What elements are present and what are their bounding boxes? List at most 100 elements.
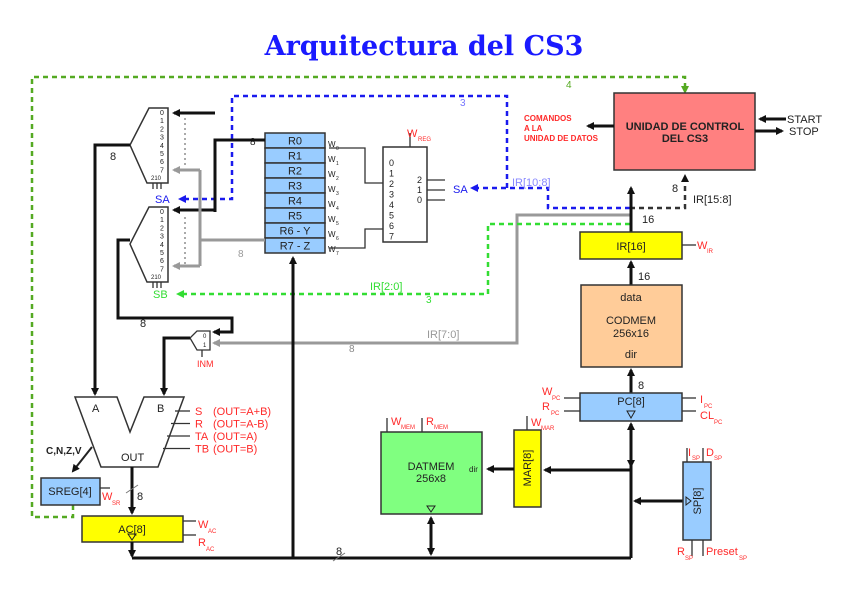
alu-op-key: S	[195, 406, 202, 418]
commands-label-1: COMANDOS	[524, 114, 572, 123]
commands-label-2: A LA	[524, 124, 543, 133]
preset-sp-sub: SP	[739, 556, 747, 562]
register-7	[264, 237, 326, 254]
i-pc-signal: I	[700, 394, 703, 406]
w-sr-signal: W	[102, 491, 113, 503]
reg-write-sub: 3	[336, 191, 339, 197]
i-sp-signal: I	[688, 447, 691, 459]
codmem-data-port: data	[620, 292, 642, 304]
sb-to-inm-mux	[116, 238, 234, 336]
sp-register	[682, 461, 712, 541]
preset-sp-signal: Preset	[706, 546, 738, 558]
ac-label: AC[8]	[118, 524, 146, 536]
d-sp-signal: D	[706, 447, 714, 459]
decoder-input-label: 7	[389, 232, 394, 242]
w-mem-sub: MEM	[401, 425, 415, 431]
ir-register	[579, 231, 683, 260]
decoder-input-label: 6	[389, 221, 394, 231]
mux-input-label: 6	[160, 159, 164, 166]
reg-write-signal: W	[328, 155, 336, 164]
alu-op-key: TB	[195, 444, 209, 456]
alu-op-desc: (OUT=A+B)	[213, 406, 271, 418]
ir-7-0-label: IR[7:0]	[427, 329, 459, 341]
mux-input-label: 7	[160, 266, 164, 273]
data-bus-width: 8	[336, 546, 342, 558]
mux-input-label: 4	[160, 143, 164, 150]
reg-write-signal: W	[328, 170, 336, 179]
register-label: R6 - Y	[280, 226, 312, 238]
inm-to-alu-b	[160, 336, 190, 396]
sa-mux-label: SA	[155, 194, 170, 206]
alu-op-desc: (OUT=B)	[213, 444, 257, 456]
r-pc-signal: R	[542, 401, 550, 413]
cl-pc-sub: PC	[714, 420, 723, 426]
mux-input-label: 5	[160, 151, 164, 158]
r0-to-mux-lines	[174, 111, 265, 212]
cl-pc-signal: CL	[700, 410, 714, 422]
w-mar-signal: W	[531, 417, 542, 429]
mux-input-label: 7	[160, 167, 164, 174]
mar-label: MAR[8]	[522, 450, 534, 487]
sb-width: 8	[140, 318, 146, 330]
alu-out-port: OUT	[121, 452, 145, 464]
reg-write-sub: 2	[336, 176, 339, 182]
ir-15-8-label: IR[15:8]	[693, 194, 732, 206]
mux-input-label: 5	[160, 250, 164, 257]
ir-10-8-bus	[470, 184, 630, 210]
decoder-output-label: 1	[417, 185, 422, 195]
flags-bus	[30, 75, 689, 519]
decoder-input-label: 5	[389, 211, 394, 221]
control-unit	[613, 92, 756, 171]
reg-write-signal: W	[328, 140, 336, 149]
datmem-clock-icon	[426, 505, 436, 513]
datmem	[380, 431, 483, 515]
codmem-name: CODMEM	[606, 315, 656, 327]
w-reg-sub: REG	[418, 137, 431, 143]
w-pc-sub: PC	[552, 396, 561, 402]
datmem-dir-port: dir	[469, 465, 478, 474]
ir-7-0-bus	[212, 213, 630, 347]
sa-bus-width: 3	[460, 98, 466, 109]
mux-input-label: 4	[160, 242, 164, 249]
alu-a-port: A	[92, 403, 100, 415]
alu-op-key: TA	[195, 431, 209, 443]
mux-input-label: 3	[160, 234, 164, 241]
i-pc-sub: PC	[704, 404, 713, 410]
codmem-dir-port: dir	[625, 349, 638, 361]
register-label: R3	[288, 181, 302, 193]
reg-write-sub: 5	[336, 221, 339, 227]
mux-input-label: 3	[160, 135, 164, 142]
register-label: R5	[288, 211, 302, 223]
inm-signal: INM	[197, 359, 214, 369]
codmem	[580, 284, 683, 368]
reg-write-signal: W	[328, 200, 336, 209]
ir-2-0-label: IR[2:0]	[370, 281, 402, 293]
flags-bus-width: 4	[566, 80, 572, 91]
register-label: R0	[288, 136, 302, 148]
alu-op-desc: (OUT=A-B)	[213, 419, 268, 431]
mux-input-label: 0	[160, 110, 164, 117]
reg-write-signal: W	[328, 230, 336, 239]
sreg-register	[40, 477, 101, 506]
r-ac-sub: AC	[206, 547, 215, 553]
ir-10-8-label: IR[10:8]	[512, 177, 551, 189]
sp-label: SP[8]	[692, 488, 704, 515]
codmem-size: 256x16	[613, 328, 649, 340]
alu-operations: S(OUT=A+B)R(OUT=A-B)TA(OUT=A)TB(OUT=B)	[163, 406, 271, 456]
mux-input-label: 0	[160, 209, 164, 216]
mux-input-label: 2	[160, 225, 164, 232]
decoder-input-label: 3	[389, 190, 394, 200]
sa-width: 8	[110, 151, 116, 163]
mux-input-label: 2	[160, 126, 164, 133]
w-ir-sub: IR	[707, 249, 714, 255]
i-sp-sub: SP	[692, 456, 700, 462]
flags-arrow	[71, 446, 93, 473]
alu	[73, 396, 186, 468]
pc-label: PC[8]	[617, 396, 645, 408]
control-unit-line1: UNIDAD DE CONTROL	[626, 121, 745, 133]
pc-register	[579, 392, 683, 422]
